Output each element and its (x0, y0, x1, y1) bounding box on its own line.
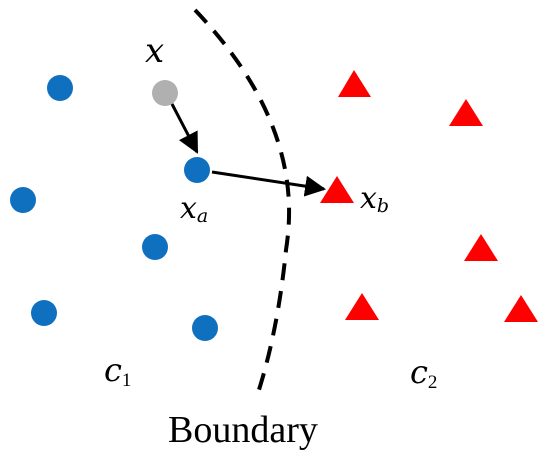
label-c2: c2 (410, 353, 437, 393)
decision-boundary (193, 8, 292, 397)
label-c1: c1 (104, 351, 131, 391)
label-xb: xb (360, 181, 389, 217)
label-x: x (145, 31, 164, 71)
class-c1-point (192, 315, 218, 341)
class-c1-point (142, 234, 168, 260)
target-point-xb (320, 176, 354, 203)
class-c1-point (10, 187, 36, 213)
label-xa: xa (180, 191, 208, 227)
class-c2-point (345, 293, 379, 320)
class-c1-point (31, 300, 57, 326)
class-c2-point (504, 295, 538, 322)
class-c2-point (464, 234, 498, 261)
class-c2-point (338, 70, 371, 97)
class-c2-point (449, 99, 483, 126)
arrow-xa-to-xb (211, 170, 327, 197)
class-c1-points (10, 75, 218, 341)
query-point-x (152, 80, 178, 106)
anchor-point-xa (184, 157, 210, 183)
class-c2-points (320, 70, 538, 322)
arrow-x-to-xa (170, 103, 199, 154)
label-boundary: Boundary (168, 409, 318, 451)
class-c1-point (47, 75, 73, 101)
